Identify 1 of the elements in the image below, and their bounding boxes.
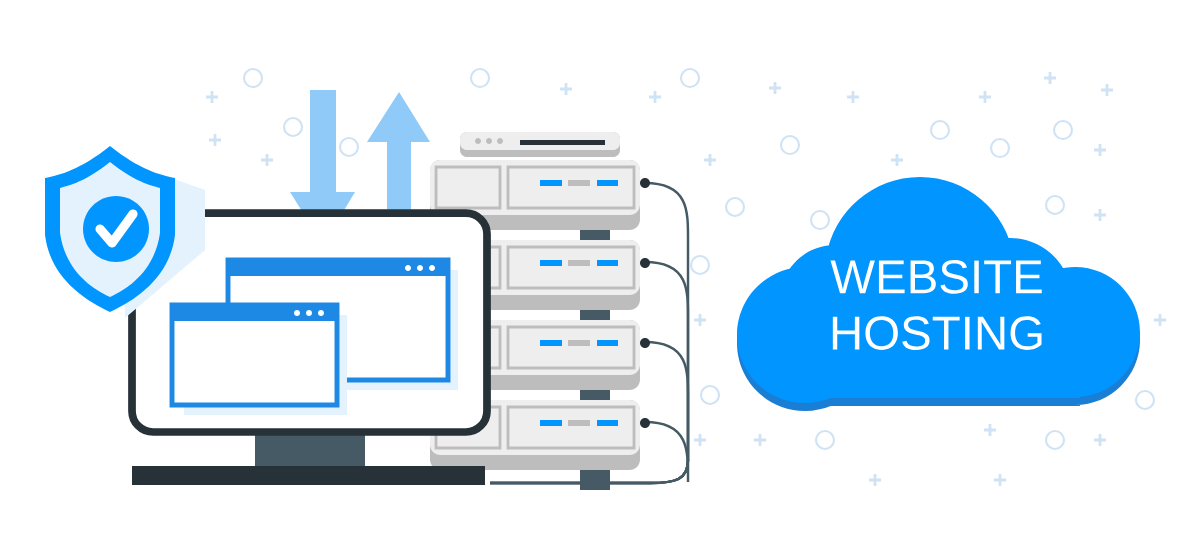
cloud: WEBSITE HOSTING <box>737 177 1140 411</box>
